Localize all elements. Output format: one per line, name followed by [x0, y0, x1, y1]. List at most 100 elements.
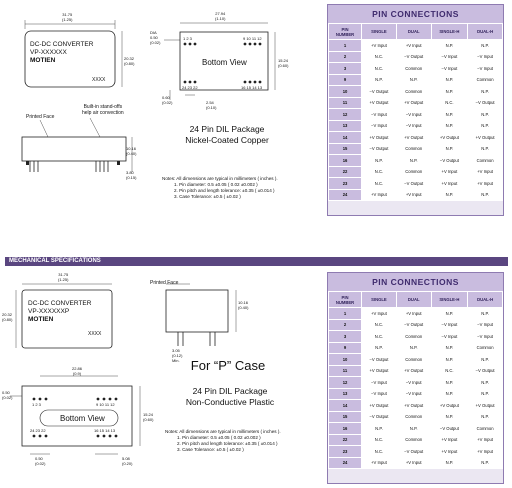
package-caption-line2: Nickel-Coated Copper	[185, 135, 269, 145]
pin-function-cell: −V Input	[430, 62, 469, 75]
pin-function-cell: −V Input	[467, 330, 503, 343]
pin-function-cell: −V Input	[361, 376, 397, 389]
pin-function-cell: N.P.	[467, 376, 503, 389]
pin-function-cell: N.P.	[361, 341, 397, 354]
standoffs-label: Built-in stand-offs help air convection	[82, 104, 124, 116]
p-dim-side-height-in: (0.40)	[238, 305, 249, 310]
pin-function-cell: −V Input	[430, 318, 469, 331]
pin-number-cell: 24	[327, 188, 363, 201]
header-dual-h: DUAL-H	[467, 23, 503, 40]
pin-function-cell: N.P.	[467, 456, 503, 469]
notes-block: Notes: All dimensions are typical in mil…	[162, 176, 278, 200]
pin-number-cell: 23	[327, 177, 363, 190]
mechanical-specs-bar: MECHANICAL SPECIFICATIONS	[5, 257, 508, 266]
pin-number-cell: 22	[327, 433, 363, 446]
pin-labels-top-left: 1 2 3	[183, 36, 192, 41]
pin-number-cell: 3	[327, 330, 363, 343]
bottom-view-outline	[179, 31, 269, 91]
pin-table-header-row-2: PIN NUMBER SINGLE DUAL SINGLE-H DUAL-H	[327, 291, 503, 308]
pin-function-cell: N.P.	[430, 387, 469, 400]
pin-function-cell: N.P.	[430, 188, 469, 201]
pin-function-cell: +V Output	[361, 364, 397, 377]
pin-function-cell: +V Input	[395, 456, 432, 469]
pin-function-cell: Common	[467, 422, 503, 435]
pin-function-cell: N.P.	[430, 410, 469, 423]
p-dim-dia-mm: 0.50	[35, 456, 43, 461]
pin-function-cell: Common	[467, 341, 503, 354]
p-package-caption-line1: 24 Pin DIL Package	[192, 386, 268, 396]
p-dim-width-mm: 31.75	[58, 272, 69, 277]
p-dim-height-right-in: (0.60)	[143, 417, 154, 422]
dim-height-mm: 20.32	[124, 56, 135, 61]
pin-number-cell: 10	[327, 85, 363, 98]
dim-height: 20.32 (0.80)	[124, 56, 134, 66]
module-label-line1: DC-DC CONVERTER	[30, 41, 94, 48]
pin-function-cell: Common	[395, 330, 432, 343]
pin-number-cell: 11	[327, 96, 363, 109]
p-dim-span-mm: 22.86	[72, 366, 83, 371]
pin-number-cell: 9	[327, 341, 363, 354]
p-printed-face: Printed Face	[150, 280, 179, 286]
pin-function-cell: N.P.	[430, 39, 469, 52]
dim-lead-mm: 3.80	[126, 170, 134, 175]
pin-number-cell: 12	[327, 376, 363, 389]
dim-width-mm: 31.75	[62, 12, 73, 17]
pin-function-cell: N.P.	[361, 154, 397, 167]
p-note-3: 3. Case Tolerance: ±0.5 ( ±0.02 )	[177, 447, 244, 452]
pin-function-cell: Common	[395, 142, 432, 155]
pin-function-cell: N.P.	[430, 108, 469, 121]
pin-function-cell: N.P.	[361, 73, 397, 86]
p-bottom-view-label: Bottom View	[60, 414, 105, 423]
pin-number-cell: 10	[327, 353, 363, 366]
table-row: 14+V Output+V Output+V Output+V Output	[327, 131, 503, 144]
pin-function-cell: −V Output	[395, 445, 432, 458]
pin-function-cell: −V Output	[361, 85, 397, 98]
pin-function-cell: −V Input	[430, 50, 469, 63]
top-drawings	[21, 20, 276, 172]
pin-number-cell: 1	[327, 39, 363, 52]
pin-function-cell: N.P.	[467, 108, 503, 121]
p-notes-block: Notes: All dimensions are typical in mil…	[165, 429, 281, 453]
pin-function-cell: +V Output	[430, 131, 469, 144]
pin-function-cell: +V Input	[430, 445, 469, 458]
pin-function-cell: +V Input	[467, 177, 503, 190]
p-module-outline	[21, 289, 113, 349]
printed-face-label: Printed Face	[26, 114, 55, 120]
pin-function-cell: −V Output	[361, 353, 397, 366]
dim-pitch-mm: 2.54	[206, 100, 214, 105]
p-dim-height-right-mm: 15.24	[143, 412, 154, 417]
pin-function-cell: +V Output	[361, 96, 397, 109]
side-view-body	[21, 136, 127, 162]
pin-function-cell: Common	[395, 62, 432, 75]
pin-function-cell: +V Output	[395, 399, 432, 412]
pin-number-cell: 16	[327, 422, 363, 435]
pin-function-cell: −V Output	[361, 142, 397, 155]
dim-side-height-in: (0.40)	[126, 151, 137, 156]
pin-number-cell: 2	[327, 318, 363, 331]
pin-function-cell: +V Output	[395, 131, 432, 144]
pin-number-cell: 12	[327, 108, 363, 121]
pin-function-cell: N.C.	[361, 177, 397, 190]
pin-function-cell: N.P.	[467, 85, 503, 98]
module-code: XXXX	[92, 77, 106, 83]
table-row: 14+V Output+V Output+V Output+V Output	[327, 399, 503, 412]
pin-function-cell: Common	[467, 154, 503, 167]
dim-dia-label: DIA	[150, 30, 157, 35]
pin-function-cell: +V Input	[361, 307, 397, 320]
dim-dia-in: (0.02)	[150, 40, 161, 45]
pin-function-cell: N.P.	[430, 307, 469, 320]
p-module-line1: DC-DC CONVERTER	[28, 300, 92, 307]
dim-lead-in: (0.15)	[126, 175, 137, 180]
pin-table-top: PIN CONNECTIONS PIN NUMBER SINGLE DUAL S…	[327, 4, 504, 216]
dim-width-in: (1.25)	[62, 17, 73, 22]
pin-function-cell: N.C.	[361, 62, 397, 75]
p-module-brand: MOTIEN	[28, 316, 54, 323]
dim-edge-in: (0.02)	[162, 100, 173, 105]
pin-function-cell: −V Input	[467, 318, 503, 331]
